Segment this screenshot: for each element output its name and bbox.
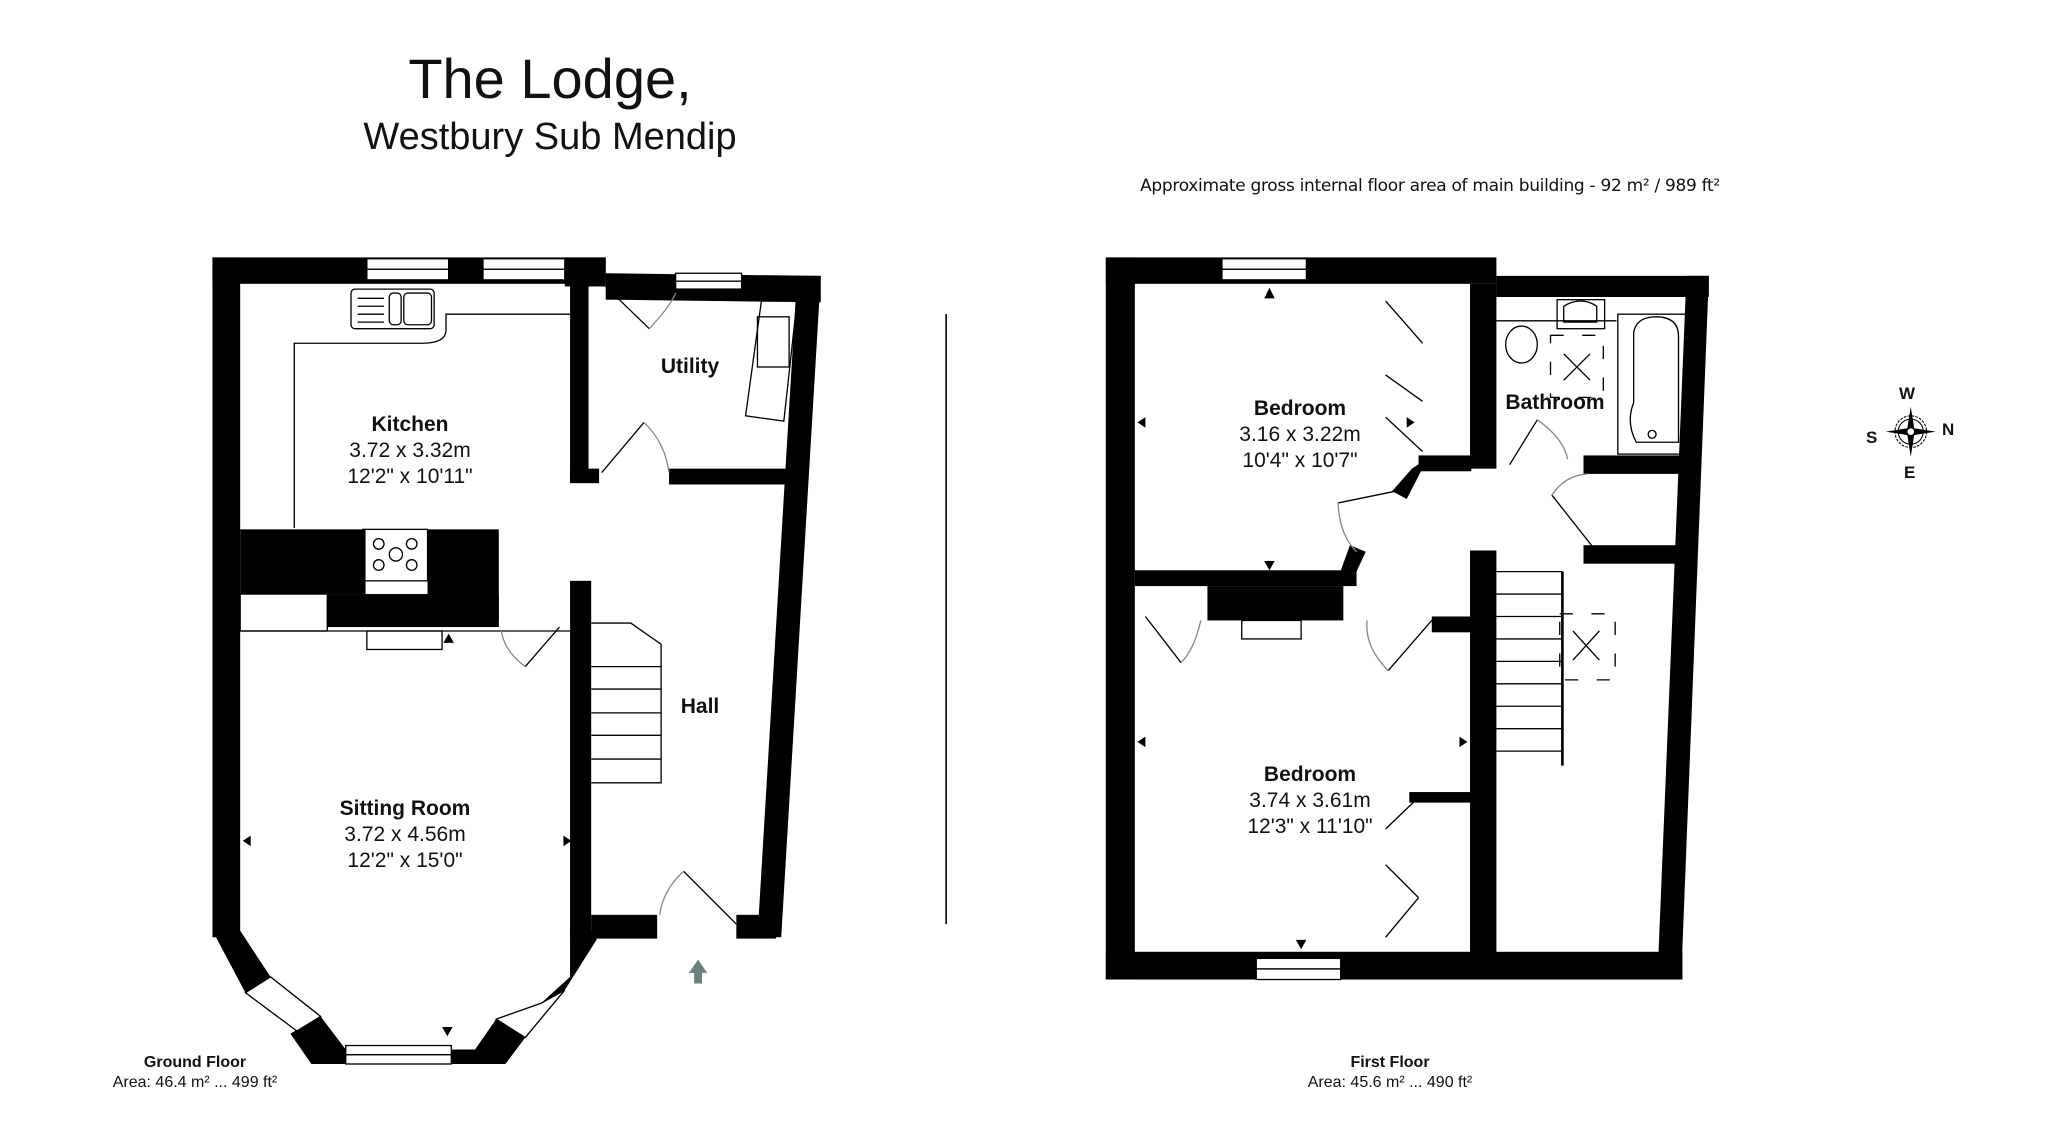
room-imperial: 12'3" x 11'10": [1247, 815, 1373, 838]
room-metric: 3.72 x 3.32m: [349, 439, 471, 462]
room-name: Sitting Room: [339, 797, 471, 820]
room-name: Bedroom: [1263, 763, 1357, 786]
room-label-bedroom-2: Bedroom 3.74 x 3.61m 12'3" x 11'10": [1210, 762, 1410, 840]
floor-name: Ground Floor: [143, 1054, 247, 1071]
floor-area: Area: 45.6 m² ... 490 ft²: [1307, 1074, 1473, 1091]
first-floor-label: First Floor Area: 45.6 m² ... 490 ft²: [1285, 1053, 1495, 1093]
room-name: Kitchen: [371, 413, 449, 436]
room-name: Bathroom: [1505, 391, 1605, 414]
property-location: Westbury Sub Mendip: [363, 116, 737, 158]
room-metric: 3.74 x 3.61m: [1249, 789, 1371, 812]
room-metric: 3.16 x 3.22m: [1239, 423, 1361, 446]
gross-internal-area: Approximate gross internal floor area of…: [1140, 176, 1720, 196]
room-label-sitting-room: Sitting Room 3.72 x 4.56m 12'2" x 15'0": [290, 796, 520, 874]
room-label-kitchen: Kitchen 3.72 x 3.32m 12'2" x 10'11": [300, 412, 520, 490]
first-floor-plan: [1105, 257, 1709, 980]
ground-floor-label: Ground Floor Area: 46.4 m² ... 499 ft²: [90, 1053, 300, 1093]
room-label-bedroom-1: Bedroom 3.16 x 3.22m 10'4" x 10'7": [1200, 396, 1400, 474]
compass-south: S: [1866, 428, 1878, 447]
room-imperial: 12'2" x 15'0": [347, 849, 463, 872]
room-name: Utility: [660, 355, 720, 378]
room-label-hall: Hall: [650, 694, 750, 720]
room-name: Hall: [680, 695, 720, 718]
property-title: The Lodge,: [408, 47, 692, 110]
room-metric: 3.72 x 4.56m: [344, 823, 466, 846]
floor-area: Area: 46.4 m² ... 499 ft²: [112, 1074, 278, 1091]
floor-name: First Floor: [1350, 1054, 1430, 1071]
room-label-utility: Utility: [630, 354, 750, 380]
room-imperial: 10'4" x 10'7": [1242, 449, 1358, 472]
room-imperial: 12'2" x 10'11": [347, 465, 473, 488]
entrance-arrow-icon: [688, 959, 708, 984]
compass-rose-icon: [1885, 406, 1936, 457]
compass-west: W: [1899, 384, 1916, 403]
room-label-bathroom: Bathroom: [1495, 390, 1615, 416]
room-name: Bedroom: [1253, 397, 1347, 420]
compass-north: N: [1942, 420, 1955, 439]
compass-east: E: [1904, 463, 1916, 482]
